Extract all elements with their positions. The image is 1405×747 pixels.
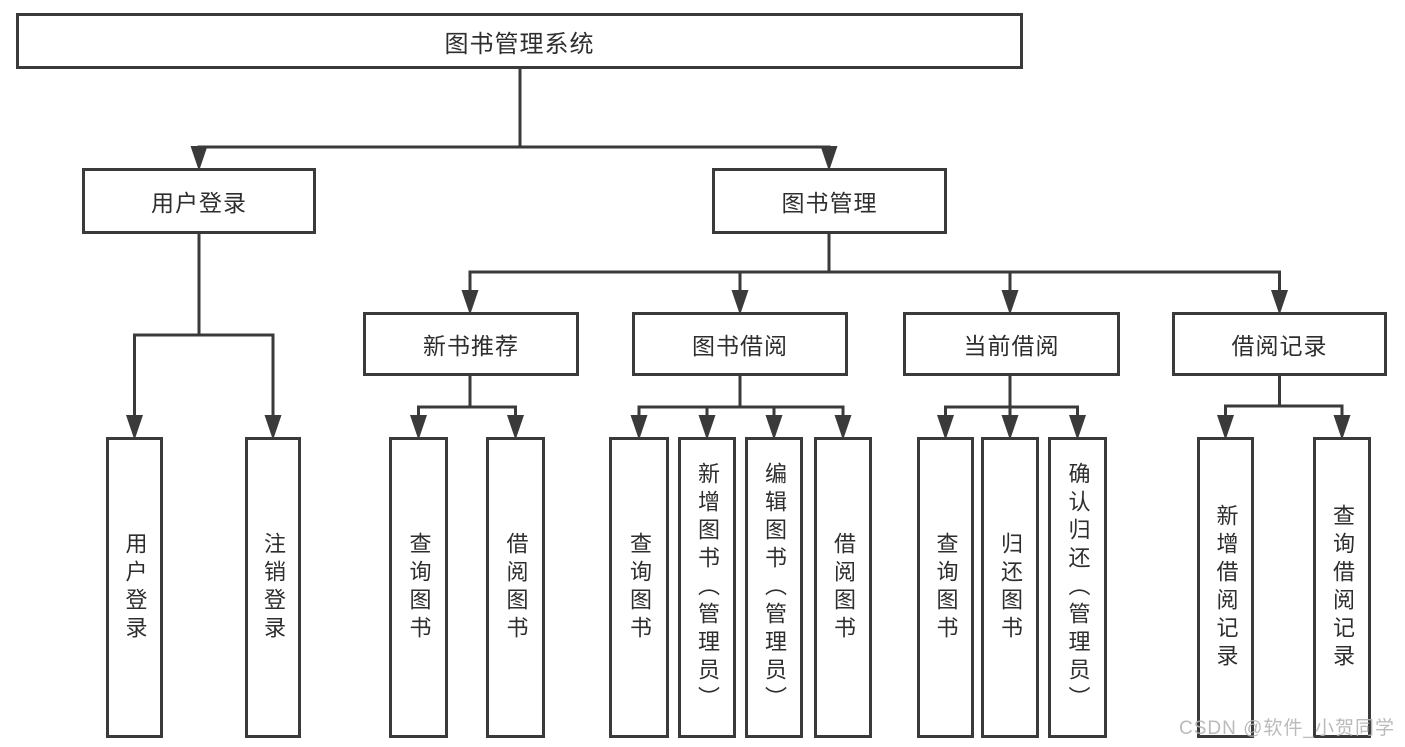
leaf-newbook-query-books: 查询图书: [389, 437, 448, 738]
node-new-book-recommend: 新书推荐: [363, 312, 579, 376]
node-current-borrowing: 当前借阅: [903, 312, 1120, 376]
node-book-management: 图书管理: [712, 168, 947, 234]
node-library-management-system: 图书管理系统: [16, 13, 1023, 69]
node-user-login: 用户登录: [82, 168, 316, 234]
leaf-borrowing-query-books: 查询图书: [609, 437, 669, 738]
leaf-records-add-record: 新增借阅记录: [1197, 437, 1254, 738]
leaf-borrowing-add-books-admin: 新增图书（管理员）: [678, 437, 736, 738]
node-book-borrowing: 图书借阅: [632, 312, 848, 376]
leaf-current-confirm-return-admin: 确认归还（管理员）: [1048, 437, 1107, 738]
leaf-current-return-books: 归还图书: [981, 437, 1039, 738]
leaf-user-login: 用户登录: [106, 437, 163, 738]
leaf-borrowing-borrow-books: 借阅图书: [814, 437, 872, 738]
node-borrow-records: 借阅记录: [1172, 312, 1387, 376]
leaf-logout: 注销登录: [245, 437, 301, 738]
leaf-current-query-books: 查询图书: [917, 437, 974, 738]
leaf-records-query-record: 查询借阅记录: [1313, 437, 1371, 738]
leaf-newbook-borrow-books: 借阅图书: [486, 437, 545, 738]
leaf-borrowing-edit-books-admin: 编辑图书（管理员）: [745, 437, 803, 738]
